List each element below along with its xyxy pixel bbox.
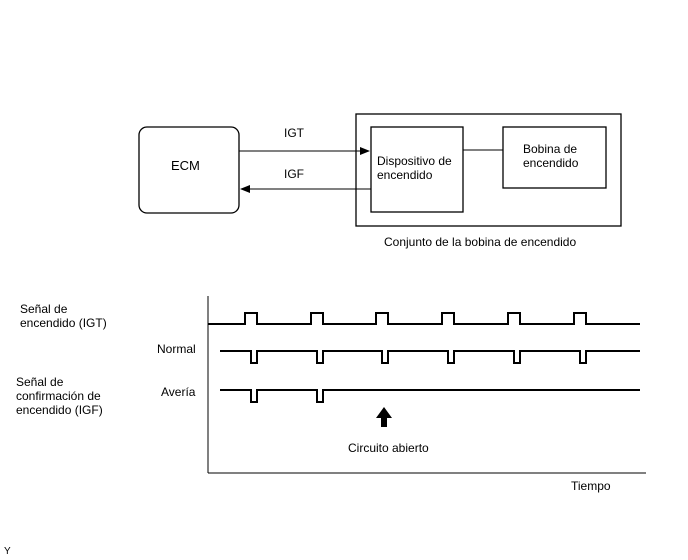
normal-label: Normal <box>157 342 196 356</box>
ecm-box <box>138 126 240 214</box>
fault-label: Avería <box>161 385 196 399</box>
igt-signal-label: Señal de encendido (IGT) <box>20 302 107 330</box>
igf-fault-waveform <box>220 389 640 403</box>
open-circuit-label: Circuito abierto <box>348 441 429 455</box>
igt-label: IGT <box>284 126 304 140</box>
igf-normal-waveform <box>220 350 640 364</box>
ignition-coil-label: Bobina de encendido <box>523 142 579 170</box>
ignition-coil-assembly-box <box>355 113 622 227</box>
corner-mark: Y <box>4 546 11 557</box>
ecm-label: ECM <box>171 158 200 173</box>
igf-signal-label: Señal de confirmación de encendido (IGF) <box>16 375 103 417</box>
igniter-box <box>370 126 464 213</box>
ignition-coil-box <box>502 126 607 189</box>
igt-waveform <box>208 312 640 325</box>
igniter-label: Dispositivo de encendido <box>377 154 452 182</box>
x-axis-label: Tiempo <box>571 479 611 493</box>
assembly-caption: Conjunto de la bobina de encendido <box>384 235 577 249</box>
open-circuit-arrow <box>376 407 392 427</box>
igf-label: IGF <box>284 167 304 181</box>
